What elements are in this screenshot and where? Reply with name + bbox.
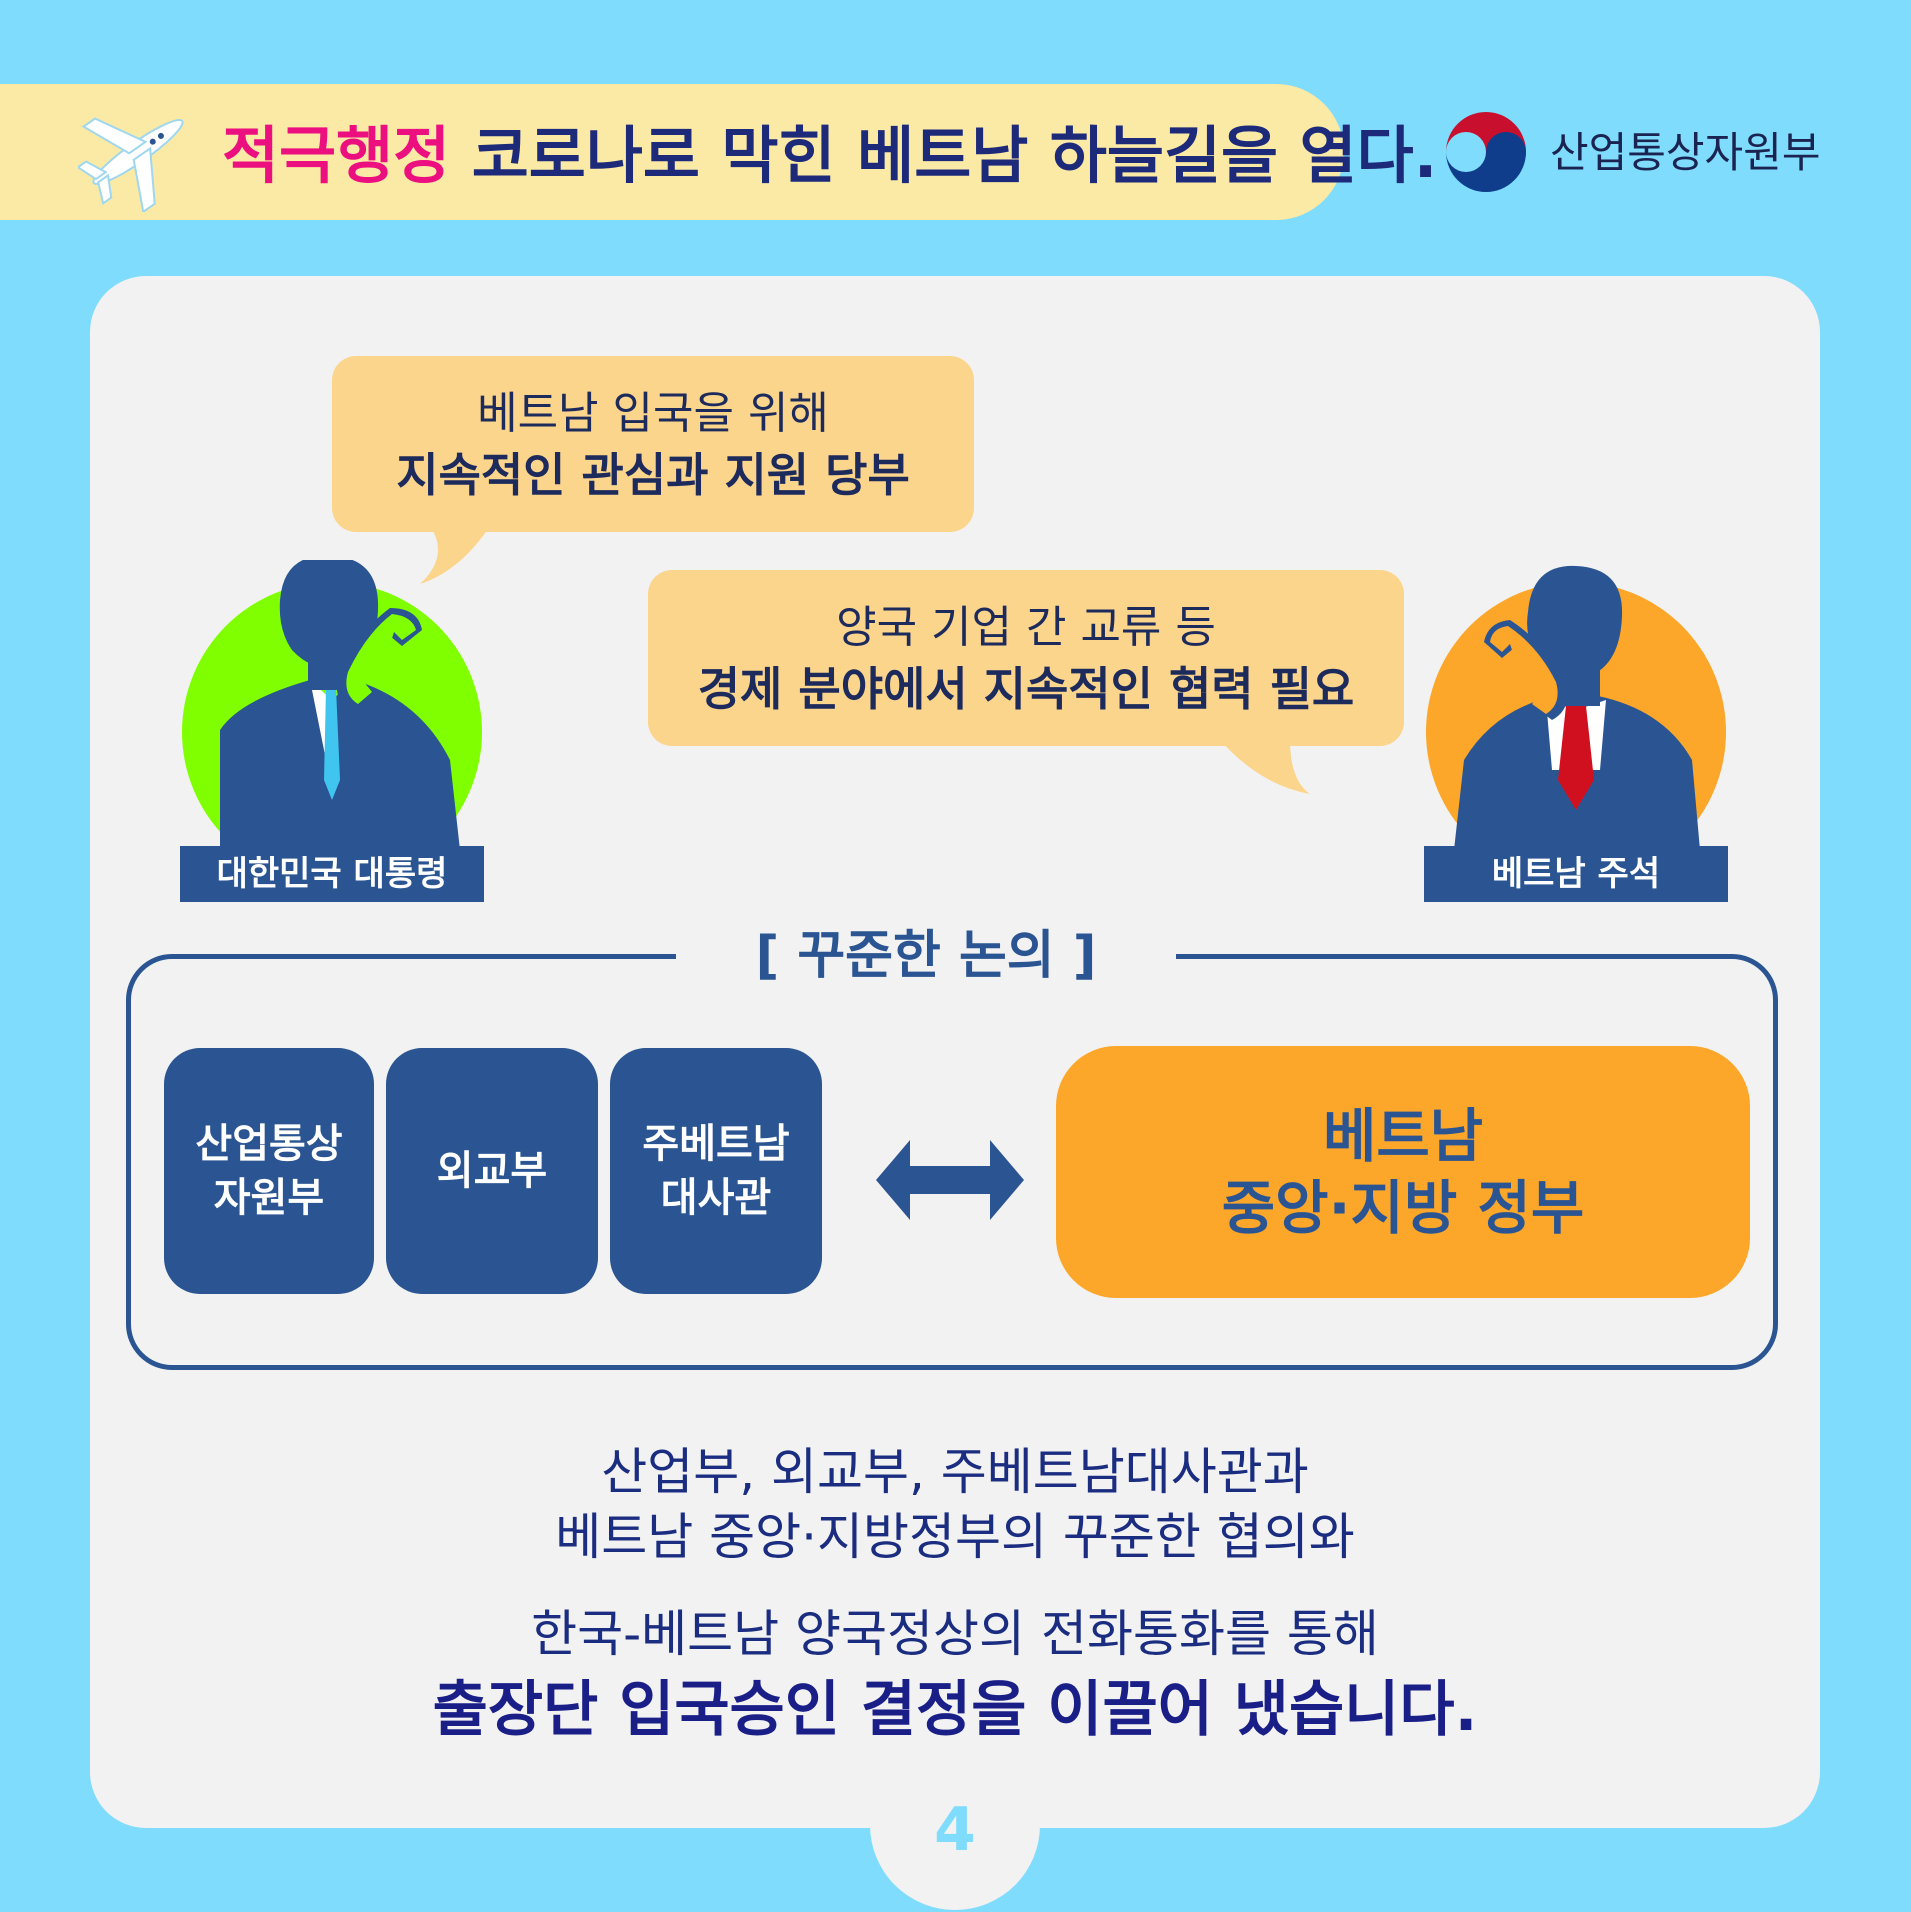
- org-box-mofa: 외교부: [386, 1048, 598, 1294]
- page-number: 4: [934, 1795, 976, 1865]
- speech-bubble-korea: 베트남 입국을 위해 지속적인 관심과 지원 당부: [332, 356, 974, 532]
- title-highlight: 적극행정: [222, 119, 451, 192]
- summary-line-1: 산업부, 외교부, 주베트남대사관과: [601, 1443, 1309, 1501]
- org-box-motie: 산업통상 자원부: [164, 1048, 374, 1294]
- bubble-tail: [420, 526, 490, 584]
- korea-president-figure: [182, 560, 482, 850]
- header-bar: [0, 84, 1344, 220]
- vietnam-president-label: 베트남 주석: [1424, 846, 1728, 902]
- summary-line-4: 출장단 입국승인 결정을 이끌어 냈습니다.: [432, 1675, 1478, 1745]
- bubble-line: 양국 기업 간 교류 등: [836, 602, 1216, 653]
- ministry-logo-icon: [1446, 112, 1526, 192]
- org-line: 외교부: [436, 1148, 548, 1194]
- page-title: 적극행정 코로나로 막힌 베트남 하늘길을 열다.: [222, 116, 1437, 196]
- double-arrow-icon: [876, 1140, 1024, 1220]
- bubble-line-bold: 경제 분야에서 지속적인 협력 필요: [697, 662, 1355, 716]
- org-box-embassy: 주베트남 대사관: [610, 1048, 822, 1294]
- summary-line-3: 한국-베트남 양국정상의 전화통화를 통해: [531, 1605, 1379, 1663]
- vietnam-president-figure: [1426, 565, 1726, 850]
- vietnam-gov-line: 중앙·지방 정부: [1221, 1174, 1585, 1242]
- org-line: 주베트남: [642, 1121, 790, 1167]
- bubble-line-bold: 지속적인 관심과 지원 당부: [396, 448, 910, 502]
- org-line: 산업통상: [195, 1121, 343, 1167]
- org-line: 자원부: [213, 1175, 325, 1221]
- bubble-line: 베트남 입국을 위해: [477, 388, 829, 439]
- summary-line-2: 베트남 중앙·지방정부의 꾸준한 협의와: [555, 1508, 1355, 1566]
- bubble-tail: [1220, 740, 1310, 794]
- speech-bubble-vietnam: 양국 기업 간 교류 등 경제 분야에서 지속적인 협력 필요: [648, 570, 1404, 746]
- ministry-name: 산업통상자원부: [1550, 128, 1821, 177]
- airplane-icon: [78, 117, 184, 212]
- discussion-title: [ 꾸준한 논의 ]: [755, 926, 1097, 986]
- korea-president-label: 대한민국 대통령: [180, 846, 484, 902]
- org-line: 대사관: [660, 1175, 772, 1221]
- title-rest: 코로나로 막힌 베트남 하늘길을 열다.: [450, 119, 1438, 192]
- vietnam-government-box: 베트남 중앙·지방 정부: [1056, 1046, 1750, 1298]
- frame-title-gap: [676, 930, 1176, 980]
- page-number-tab: [870, 1740, 1040, 1910]
- vietnam-gov-line: 베트남: [1322, 1102, 1484, 1170]
